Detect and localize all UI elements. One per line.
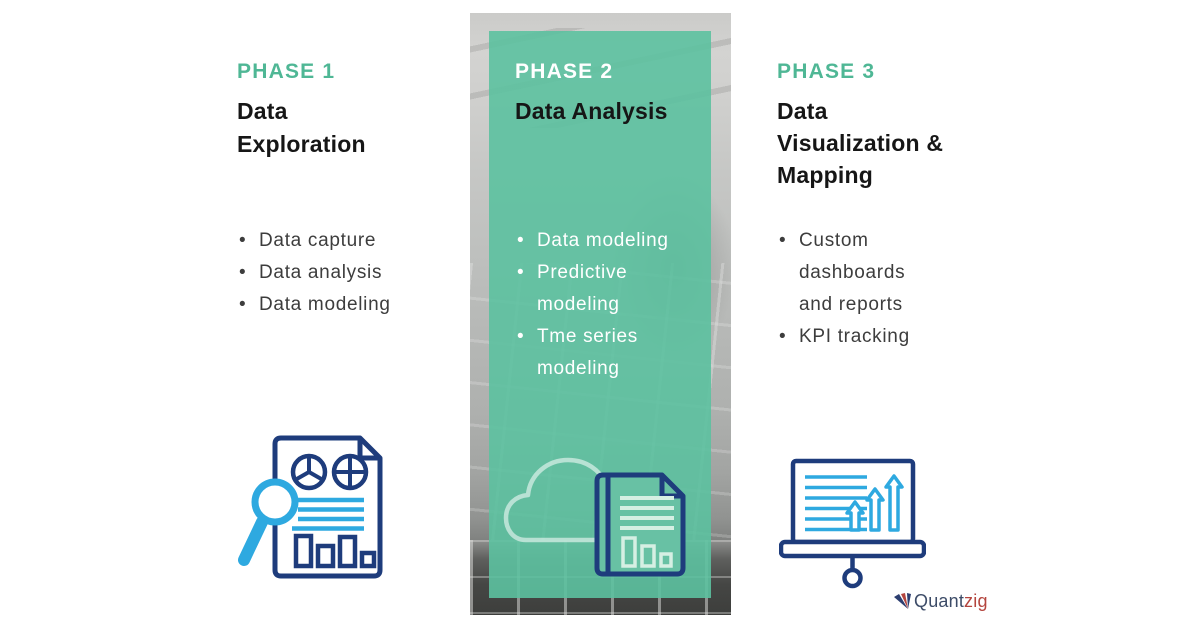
bullet-item: Predictive modeling <box>515 257 700 321</box>
logo-brand-first: Quant <box>914 591 965 611</box>
phase-2-label: PHASE 2 <box>515 60 614 83</box>
phase-2-column: PHASE 2 Data Analysis Data modelingPredi… <box>515 59 700 379</box>
bullet-item: Tme series modeling <box>515 321 700 385</box>
phase-1-title: Data Exploration <box>237 98 366 157</box>
quantzig-logo: Quantzig <box>893 591 988 612</box>
phase-3-bullet-list: Custom dashboards and reportsKPI trackin… <box>777 225 945 353</box>
quantzig-mark-icon <box>894 592 911 609</box>
phase-1-bullet-list: Data captureData analysisData modeling <box>237 225 391 321</box>
phase-3-title: Data Visualization & Mapping <box>777 98 944 188</box>
bullet-item: Data analysis <box>237 257 391 289</box>
phase-2-title: Data Analysis <box>515 98 668 124</box>
phase-1-column: PHASE 1 Data Exploration Data captureDat… <box>237 59 417 321</box>
phase-3-column: PHASE 3 Data Visualization & Mapping Cus… <box>777 59 962 353</box>
phase-3-label: PHASE 3 <box>777 60 876 83</box>
presentation-chart-icon <box>779 458 926 589</box>
phase-1-label: PHASE 1 <box>237 60 336 83</box>
logo-brand-second: zig <box>964 591 988 611</box>
bullet-item: Custom dashboards and reports <box>777 225 945 321</box>
logo-brand-text: Quantzig <box>914 591 988 612</box>
cloud-report-icon <box>503 457 686 577</box>
phase-2-bullet-list: Data modelingPredictive modelingTme seri… <box>515 225 700 385</box>
bullet-item: Data capture <box>237 225 391 257</box>
bullet-item: Data modeling <box>515 225 700 257</box>
bullet-item: KPI tracking <box>777 321 945 353</box>
document-magnifier-icon <box>238 435 383 579</box>
bullet-item: Data modeling <box>237 289 391 321</box>
